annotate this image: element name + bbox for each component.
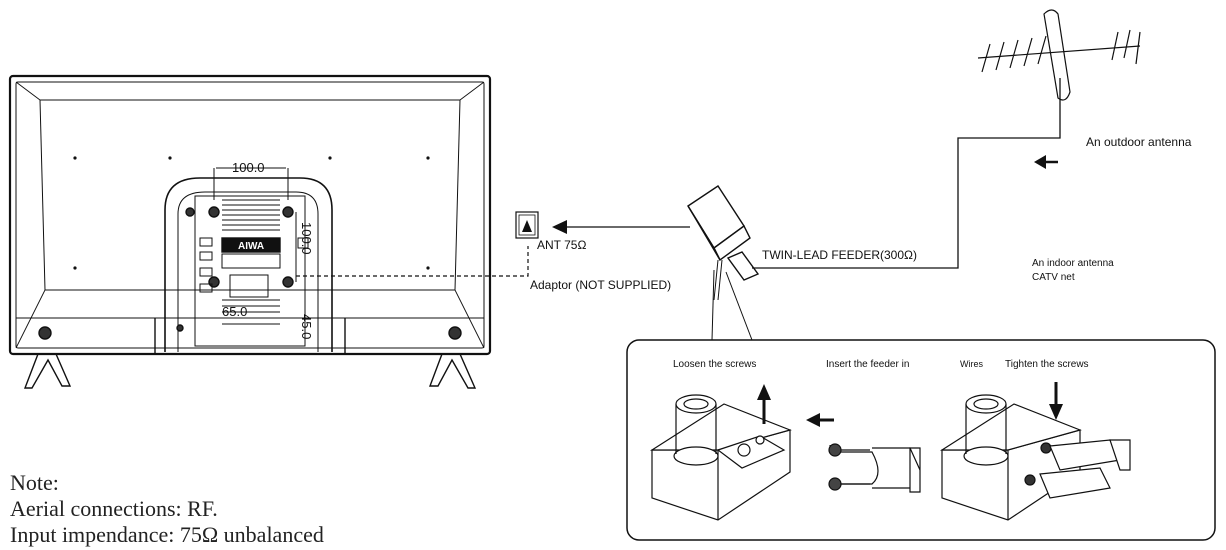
- brand-plate-logo: AIWA: [238, 241, 264, 252]
- dim-small-label: 45.0: [299, 314, 314, 339]
- loosen-up-arrow: [757, 384, 771, 424]
- step-loosen-label: Loosen the screws: [673, 359, 756, 370]
- feeder-wire-ends-illustration: [828, 443, 921, 493]
- dim-side-label: 100.0: [299, 222, 314, 255]
- outdoor-antenna-label: An outdoor antenna: [1086, 135, 1192, 149]
- step-insert-label: Insert the feeder in: [826, 359, 909, 370]
- step-tighten-label: Tighten the screws: [1005, 359, 1089, 370]
- ant-socket-icon: [515, 211, 539, 239]
- note-title: Note:: [10, 470, 59, 495]
- note-aerial-connections: Aerial connections: RF.: [10, 496, 218, 521]
- tv-rear-view: [8, 74, 492, 389]
- dim-top-label: 100.0: [232, 160, 265, 175]
- outdoor-direction-arrow: [1034, 155, 1058, 169]
- twin-lead-feeder-line: [752, 78, 1061, 269]
- twin-lead-label: TWIN-LEAD FEEDER(300Ω): [762, 248, 917, 262]
- loosen-terminal-illustration: [649, 394, 792, 521]
- step-insert-sub-label: Wires: [960, 359, 983, 369]
- insert-left-arrow: [806, 413, 834, 427]
- adaptor-label: Adaptor (NOT SUPPLIED): [530, 278, 671, 292]
- tighten-terminal-illustration: [939, 394, 1131, 521]
- detail-leader-lines: [711, 269, 753, 341]
- catv-net-label: CATV net: [1032, 272, 1075, 283]
- adaptor-box-icon: [687, 185, 760, 301]
- outdoor-antenna-icon: [977, 9, 1141, 101]
- dim-bottom-label: 65.0: [222, 304, 247, 319]
- indoor-antenna-label: An indoor antenna: [1032, 258, 1114, 269]
- tighten-down-arrow: [1049, 382, 1063, 420]
- tv-dimension-marks: [213, 167, 297, 319]
- ant-label: ANT 75Ω: [537, 238, 586, 252]
- feeder-detail-panel: [626, 339, 1216, 541]
- note-input-impedance: Input impendance: 75Ω unbalanced: [10, 522, 324, 547]
- tv-to-ant-dashed-line: [296, 246, 529, 277]
- adaptor-to-ant-arrow: [552, 220, 690, 234]
